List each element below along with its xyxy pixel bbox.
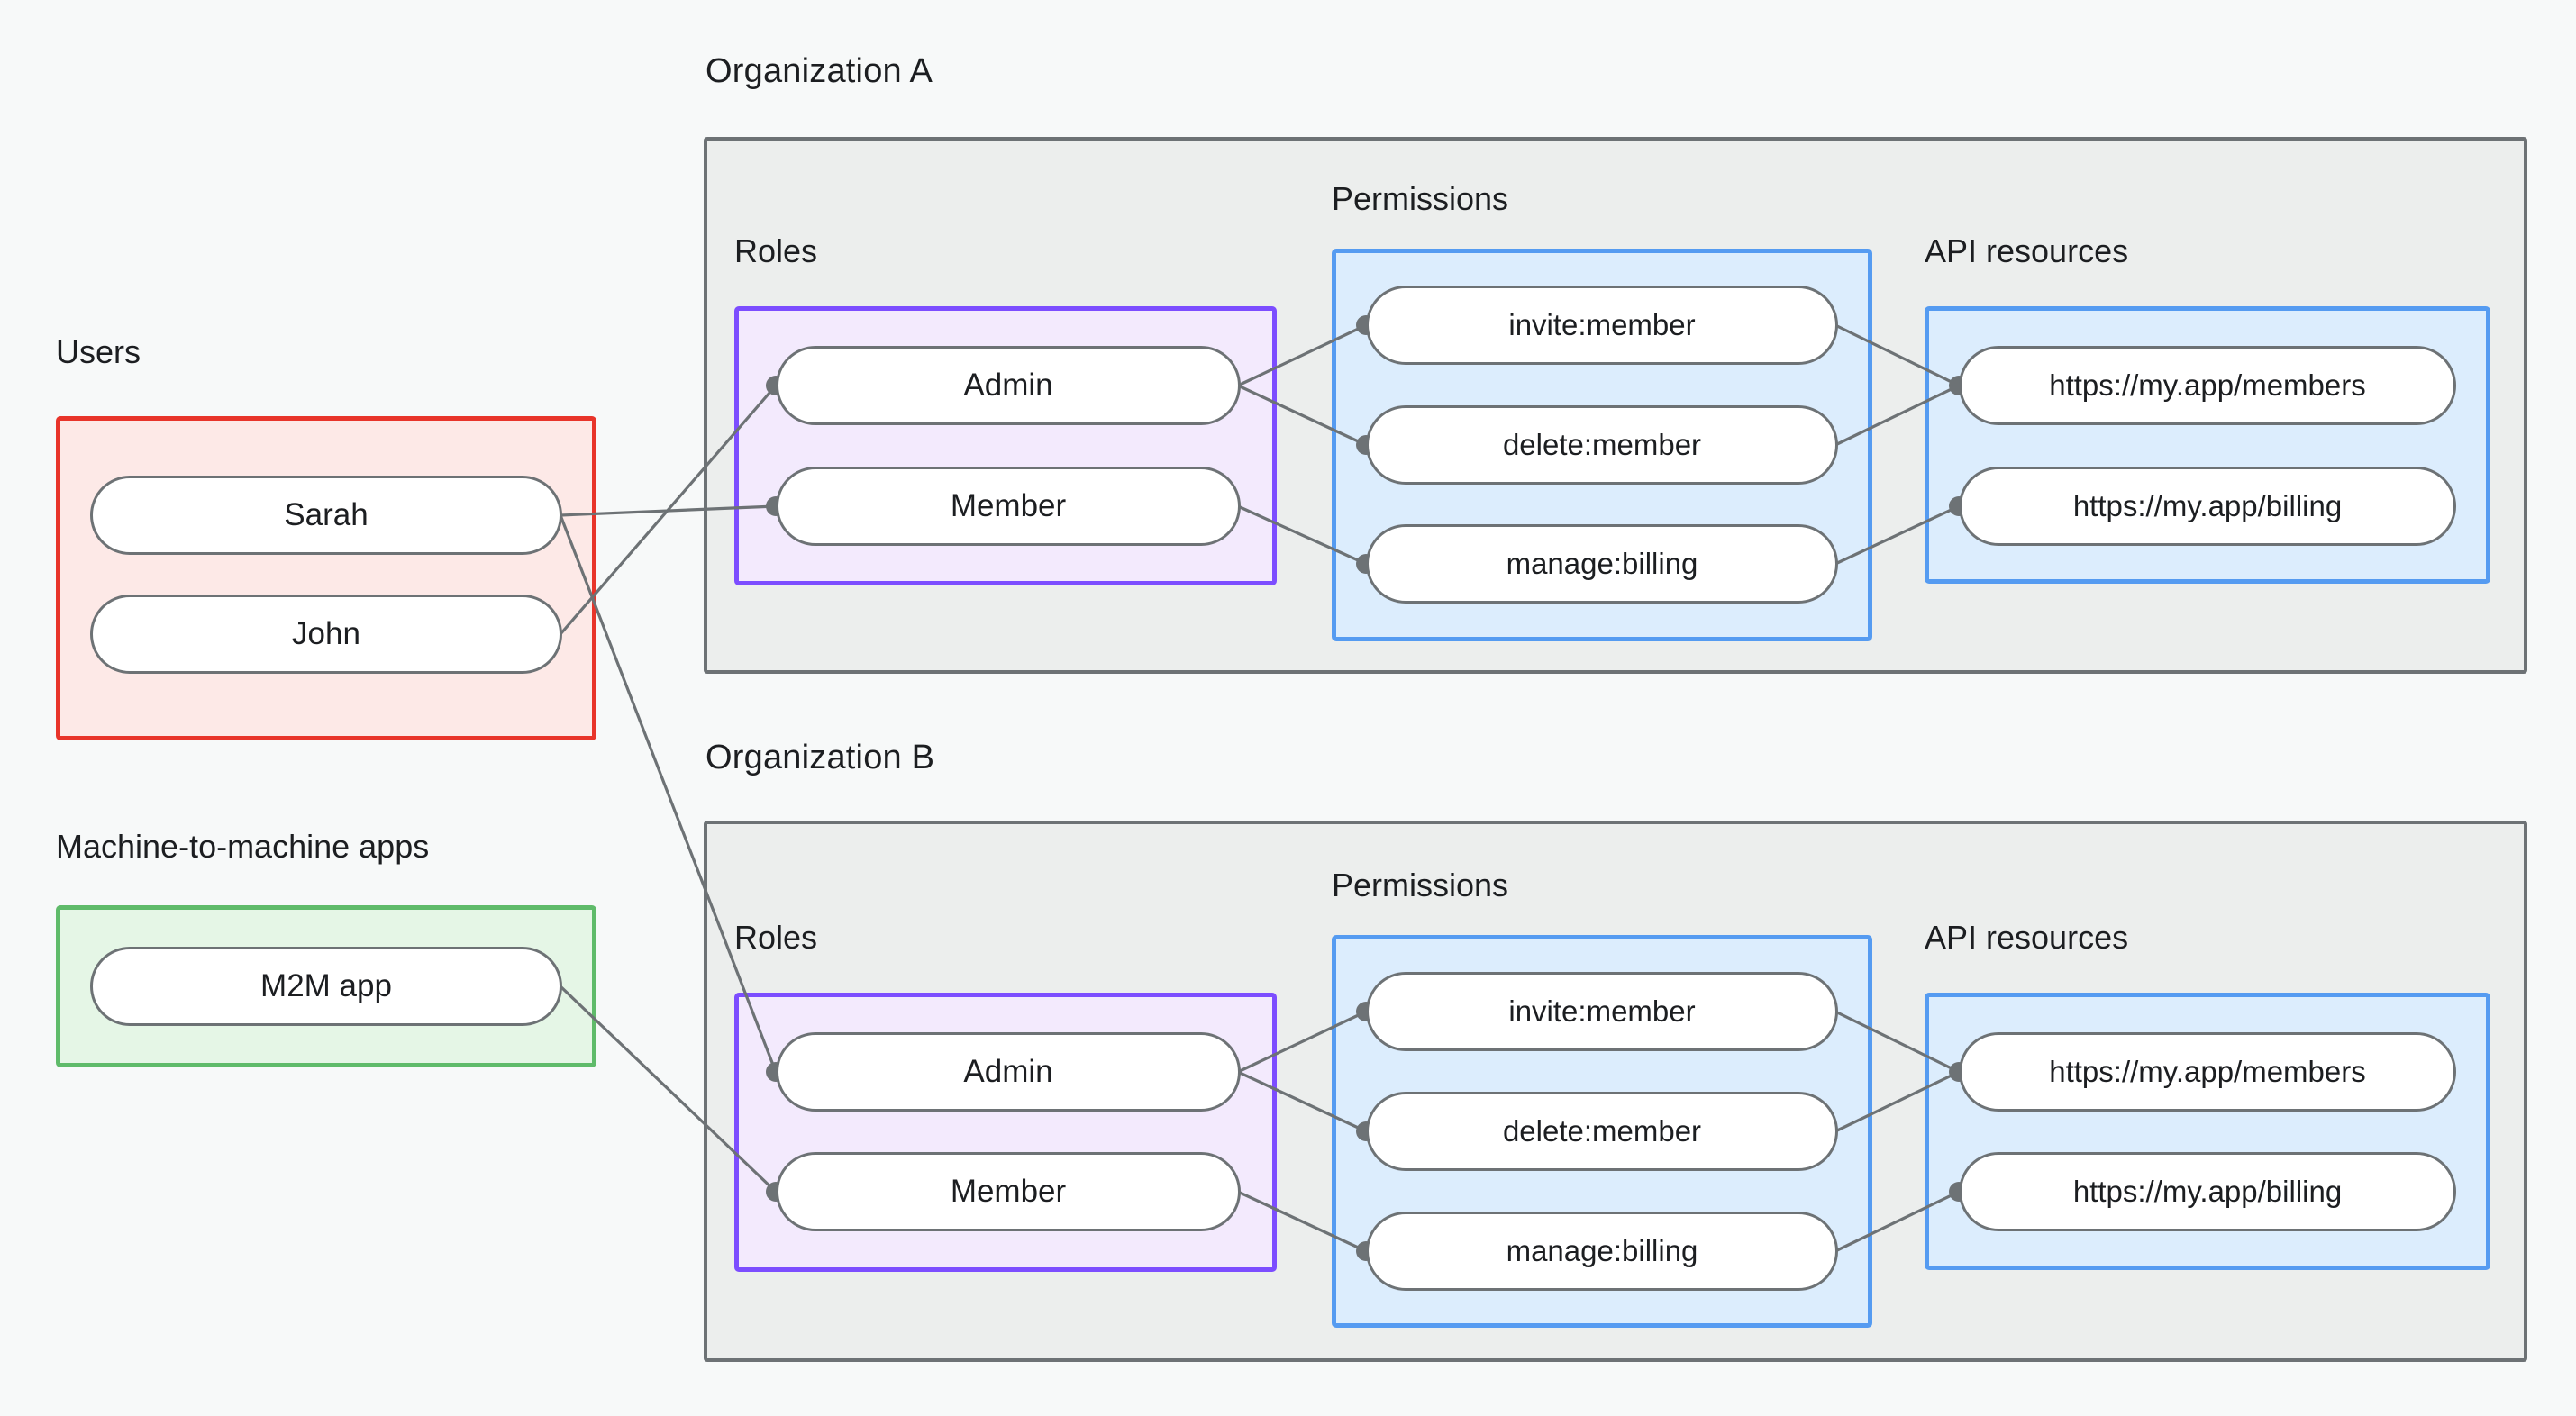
orgA-role-member[interactable]: Member — [776, 467, 1241, 546]
orgA-permission-manage-billing[interactable]: manage:billing — [1366, 524, 1838, 604]
orgB-roles-title: Roles — [734, 919, 818, 956]
m2m-node-app[interactable]: M2M app — [90, 947, 562, 1026]
orgA-api-resources-title: API resources — [1925, 232, 2129, 269]
m2m-title: Machine-to-machine apps — [56, 828, 430, 865]
users-title: Users — [56, 333, 141, 370]
orgA-permission-invite-member[interactable]: invite:member — [1366, 286, 1838, 365]
orgB-api-resources-title: API resources — [1925, 919, 2129, 956]
user-node-john[interactable]: John — [90, 595, 562, 674]
orgB-api-resource-billing[interactable]: https://my.app/billing — [1959, 1152, 2456, 1231]
orgA-role-admin[interactable]: Admin — [776, 346, 1241, 425]
users-group — [56, 416, 596, 740]
orgB-permission-delete-member[interactable]: delete:member — [1366, 1092, 1838, 1171]
orgB-role-admin[interactable]: Admin — [776, 1032, 1241, 1112]
orgA-permission-delete-member[interactable]: delete:member — [1366, 405, 1838, 485]
organization-a-title: Organization A — [705, 52, 933, 90]
orgA-permissions-title: Permissions — [1332, 180, 1509, 217]
orgB-permission-invite-member[interactable]: invite:member — [1366, 972, 1838, 1051]
orgA-api-resource-billing[interactable]: https://my.app/billing — [1959, 467, 2456, 546]
orgB-permissions-title: Permissions — [1332, 867, 1509, 903]
orgA-roles-title: Roles — [734, 232, 818, 269]
orgA-api-resource-members[interactable]: https://my.app/members — [1959, 346, 2456, 425]
organization-b-title: Organization B — [705, 739, 935, 776]
orgB-permission-manage-billing[interactable]: manage:billing — [1366, 1212, 1838, 1291]
user-node-sarah[interactable]: Sarah — [90, 476, 562, 555]
orgB-role-member[interactable]: Member — [776, 1152, 1241, 1231]
orgB-api-resource-members[interactable]: https://my.app/members — [1959, 1032, 2456, 1112]
